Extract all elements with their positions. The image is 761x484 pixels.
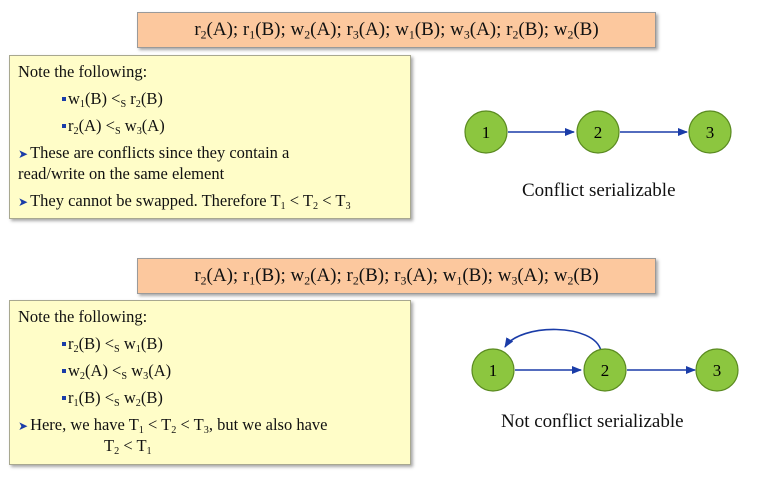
conflict-item: r1(B) <S w2(B) bbox=[62, 388, 163, 408]
conflict-text: r2(A) <S w3(A) bbox=[68, 116, 165, 137]
schedule-text-1: r2(A); r1(B); w2(A); r3(A); w1(B); w3(A)… bbox=[194, 19, 599, 42]
point-item: ➤Here, we have T1 < T2 < T3, but we also… bbox=[18, 415, 328, 436]
square-bullet-icon bbox=[62, 124, 66, 129]
square-bullet-icon bbox=[62, 97, 66, 102]
note-box-2: Note the following: r2(B) <S w1(B) w2(A)… bbox=[9, 300, 411, 465]
conflict-item: r2(A) <S w3(A) bbox=[62, 116, 165, 136]
point-text-cont: T2 < T1 bbox=[104, 436, 152, 457]
point-item: ➤These are conflicts since they contain … bbox=[18, 143, 289, 164]
schedule-box-2: r2(A); r1(B); w2(A); r2(B); r3(A); w1(B)… bbox=[137, 258, 656, 294]
arrowhead-bullet-icon: ➤ bbox=[18, 419, 29, 433]
node-label: 2 bbox=[594, 123, 603, 142]
arrowhead-bullet-icon: ➤ bbox=[18, 195, 29, 209]
point-text: These are conflicts since they contain a bbox=[30, 143, 290, 162]
point-item: ➤They cannot be swapped. Therefore T1 < … bbox=[18, 191, 351, 212]
conflict-item: w1(B) <S r2(B) bbox=[62, 89, 163, 109]
square-bullet-icon bbox=[62, 396, 66, 401]
node-2: 2 bbox=[583, 348, 627, 392]
node-3: 3 bbox=[695, 348, 739, 392]
graph-caption-2: Not conflict serializable bbox=[501, 411, 684, 432]
schedule-box-1: r2(A); r1(B); w2(A); r3(A); w1(B); w3(A)… bbox=[137, 12, 656, 48]
node-label: 3 bbox=[713, 361, 722, 380]
precedence-graph-2: 1 2 3 bbox=[471, 328, 739, 392]
schedule-text-2: r2(A); r1(B); w2(A); r2(B); r3(A); w1(B)… bbox=[194, 265, 599, 288]
note-title: Note the following: bbox=[18, 307, 148, 326]
conflict-text: r1(B) <S w2(B) bbox=[68, 388, 163, 409]
arrowhead-bullet-icon: ➤ bbox=[18, 147, 29, 161]
conflict-text: w1(B) <S r2(B) bbox=[68, 89, 163, 110]
point-text: They cannot be swapped. Therefore T1 < T… bbox=[30, 191, 351, 212]
node-1: 1 bbox=[471, 348, 515, 392]
node-label: 3 bbox=[706, 123, 715, 142]
conflict-item: r2(B) <S w1(B) bbox=[62, 334, 163, 354]
node-3: 3 bbox=[688, 110, 732, 154]
graph-caption-1: Conflict serializable bbox=[522, 180, 676, 201]
conflict-text: w2(A) <S w3(A) bbox=[68, 361, 172, 382]
node-2: 2 bbox=[576, 110, 620, 154]
conflict-text: r2(B) <S w1(B) bbox=[68, 334, 163, 355]
note-box-1: Note the following: w1(B) <S r2(B) r2(A)… bbox=[9, 55, 411, 219]
edge-2-1 bbox=[504, 328, 602, 352]
conflict-item: w2(A) <S w3(A) bbox=[62, 361, 171, 381]
square-bullet-icon bbox=[62, 342, 66, 347]
square-bullet-icon bbox=[62, 369, 66, 374]
node-label: 1 bbox=[482, 123, 491, 142]
note-title: Note the following: bbox=[18, 62, 148, 81]
node-label: 2 bbox=[601, 361, 610, 380]
point-text: Here, we have T1 < T2 < T3, but we also … bbox=[30, 415, 328, 436]
node-1: 1 bbox=[464, 110, 508, 154]
precedence-graph-1: 1 2 3 bbox=[464, 110, 732, 154]
point-text-cont: read/write on the same element bbox=[18, 164, 225, 183]
node-label: 1 bbox=[489, 361, 498, 380]
